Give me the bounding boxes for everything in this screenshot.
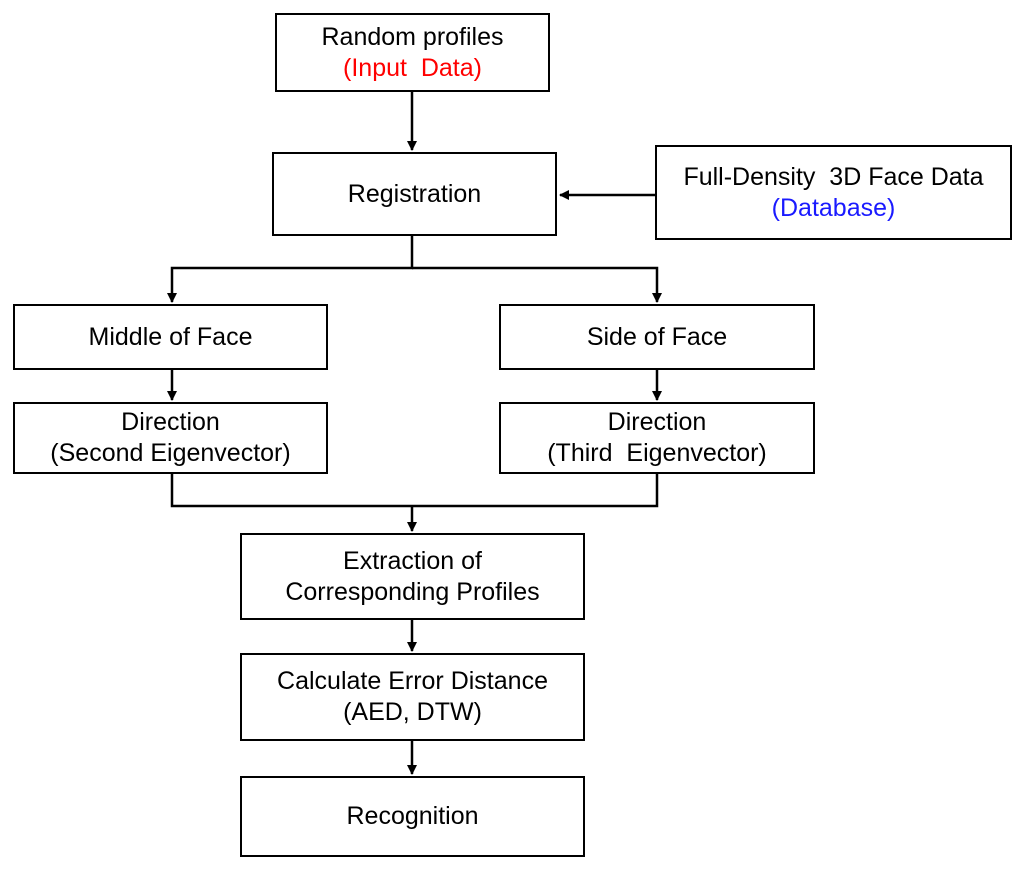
node-registration: Registration [272,152,557,236]
merge-line-left [170,474,412,508]
node-side-title: Side of Face [586,322,728,351]
node-dir-third-line1: Direction [607,408,707,436]
node-registration-title: Registration [347,179,482,208]
node-calculate: Calculate Error Distance (AED, DTW) [240,653,585,741]
node-database: Full-Density 3D Face Data (Database) [655,145,1012,240]
node-input: Random profiles (Input Data) [275,13,550,92]
node-direction-second: Direction (Second Eigenvector) [13,402,328,474]
node-dir-second-line2: (Second Eigenvector) [50,439,291,467]
node-extraction: Extraction of Corresponding Profiles [240,533,585,620]
node-calculate-line2: (AED, DTW) [343,698,482,726]
node-dir-second-line1: Direction [121,408,220,436]
node-direction-third: Direction (Third Eigenvector) [499,402,815,474]
node-dir-third-line2: (Third Eigenvector) [547,439,767,467]
node-database-subtitle: (Database) [771,193,896,222]
split-line-right [412,266,662,303]
node-database-title: Full-Density 3D Face Data [683,162,984,191]
node-recognition-title: Recognition [346,802,479,830]
node-extraction-line1: Extraction of [343,546,482,575]
node-middle-of-face: Middle of Face [13,304,328,370]
node-input-title: Random profiles [321,22,504,51]
node-recognition: Recognition [240,776,585,857]
node-middle-title: Middle of Face [88,322,253,351]
node-calculate-line1: Calculate Error Distance [277,667,548,695]
node-input-subtitle: (Input Data) [343,53,482,82]
node-extraction-line2: Corresponding Profiles [285,577,540,606]
merge-line-right [412,474,659,508]
node-side-of-face: Side of Face [499,304,815,370]
split-line [167,236,414,303]
